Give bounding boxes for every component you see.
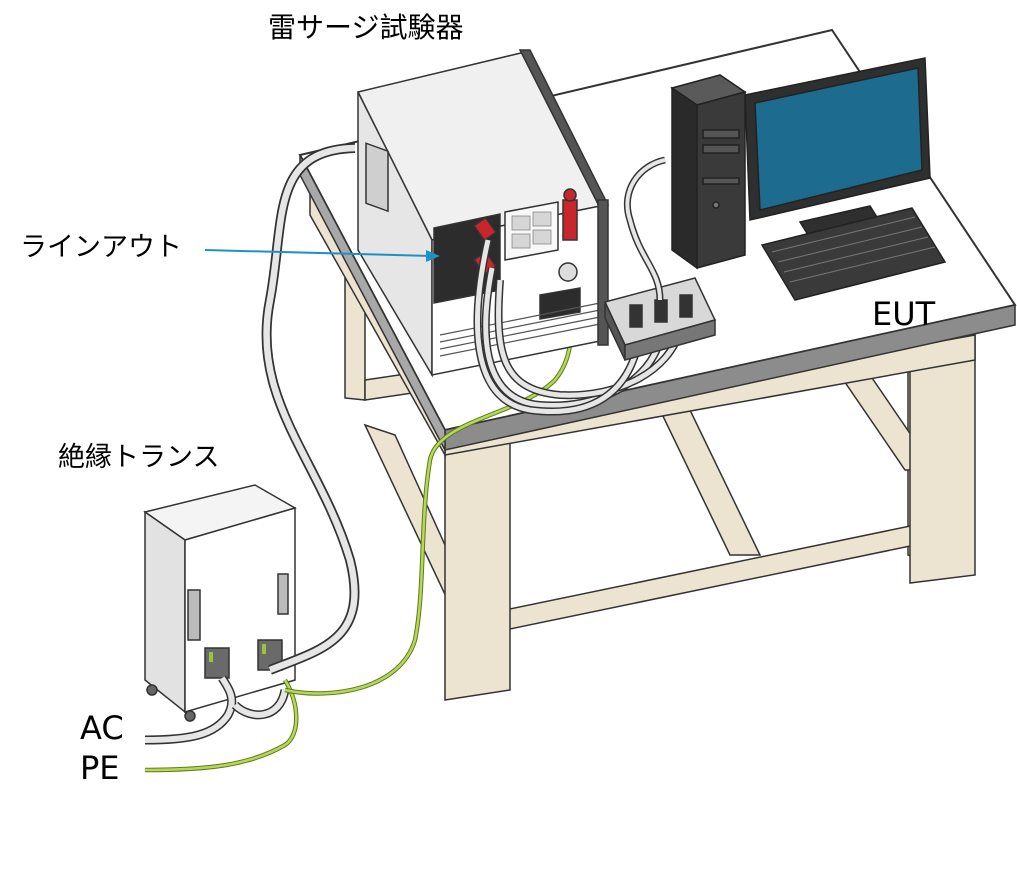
keyboard-icon — [760, 207, 947, 301]
pc-cable — [623, 156, 666, 301]
tester-vents — [439, 302, 601, 357]
surge-tester-label: 雷サージ試験器 — [268, 11, 464, 44]
eut-label: EUT — [872, 295, 936, 333]
power-cables — [144, 143, 360, 745]
ground-wire — [144, 311, 573, 773]
pe-label: PE — [80, 749, 120, 787]
line-out-cables — [473, 239, 684, 416]
isolation-transformer-label: 絶縁トランス — [58, 442, 220, 473]
line-out-arrow — [204, 249, 440, 262]
isolation-transformer-icon — [143, 484, 297, 722]
coupling-clamp-icon — [603, 277, 717, 361]
table-leg-front-left — [444, 439, 511, 701]
desktop-pc-icon — [670, 74, 747, 270]
table-brace-1 — [658, 409, 762, 556]
table-stretcher-front — [504, 524, 916, 631]
line-out-label: ラインアウト — [20, 232, 182, 263]
ac-label: AC — [80, 709, 124, 747]
monitor-icon — [744, 57, 931, 239]
